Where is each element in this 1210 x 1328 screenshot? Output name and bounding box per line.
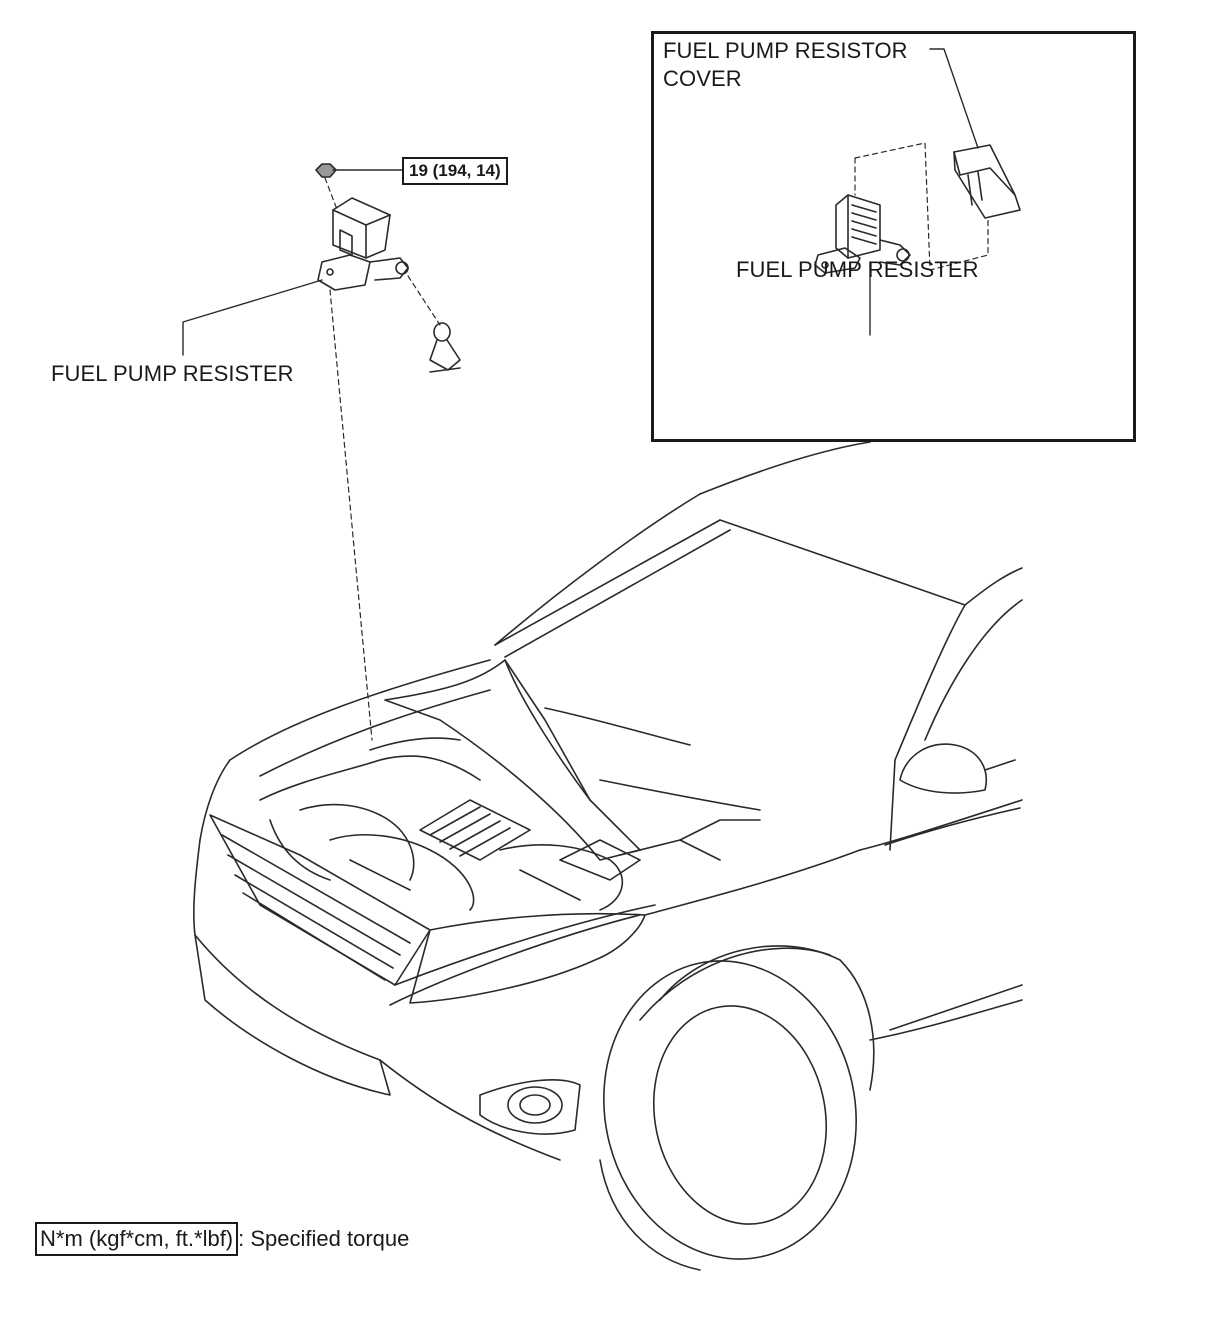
inset-resister-label: FUEL PUMP RESISTER	[736, 257, 979, 282]
inset-resister-part	[814, 194, 911, 274]
fuel-pump-resister-part	[317, 197, 409, 291]
torque-legend: N*m (kgf*cm, ft.*lbf): Specified torque	[35, 1222, 409, 1256]
main-resister-label: FUEL PUMP RESISTER	[51, 361, 294, 386]
torque-value: 19 (194, 14)	[409, 161, 501, 180]
vehicle-front-illustration	[193, 441, 1023, 1271]
inset-cover-part	[953, 144, 1021, 219]
connector-part	[429, 322, 461, 373]
main-resister-leader-line	[182, 279, 323, 356]
assembly-guide-lines	[324, 177, 441, 741]
torque-value-box: 19 (194, 14)	[402, 157, 508, 185]
torque-unit-box: N*m (kgf*cm, ft.*lbf)	[35, 1222, 239, 1256]
inset-cover-leader-line	[929, 48, 979, 149]
inset-detail-frame	[651, 31, 1136, 442]
torque-legend-text: : Specified torque	[238, 1226, 410, 1251]
inset-cover-label-line1: FUEL PUMP RESISTOR	[663, 38, 908, 63]
inset-cover-label-line2: COVER	[663, 66, 742, 91]
inset-guide-lines	[854, 142, 989, 271]
